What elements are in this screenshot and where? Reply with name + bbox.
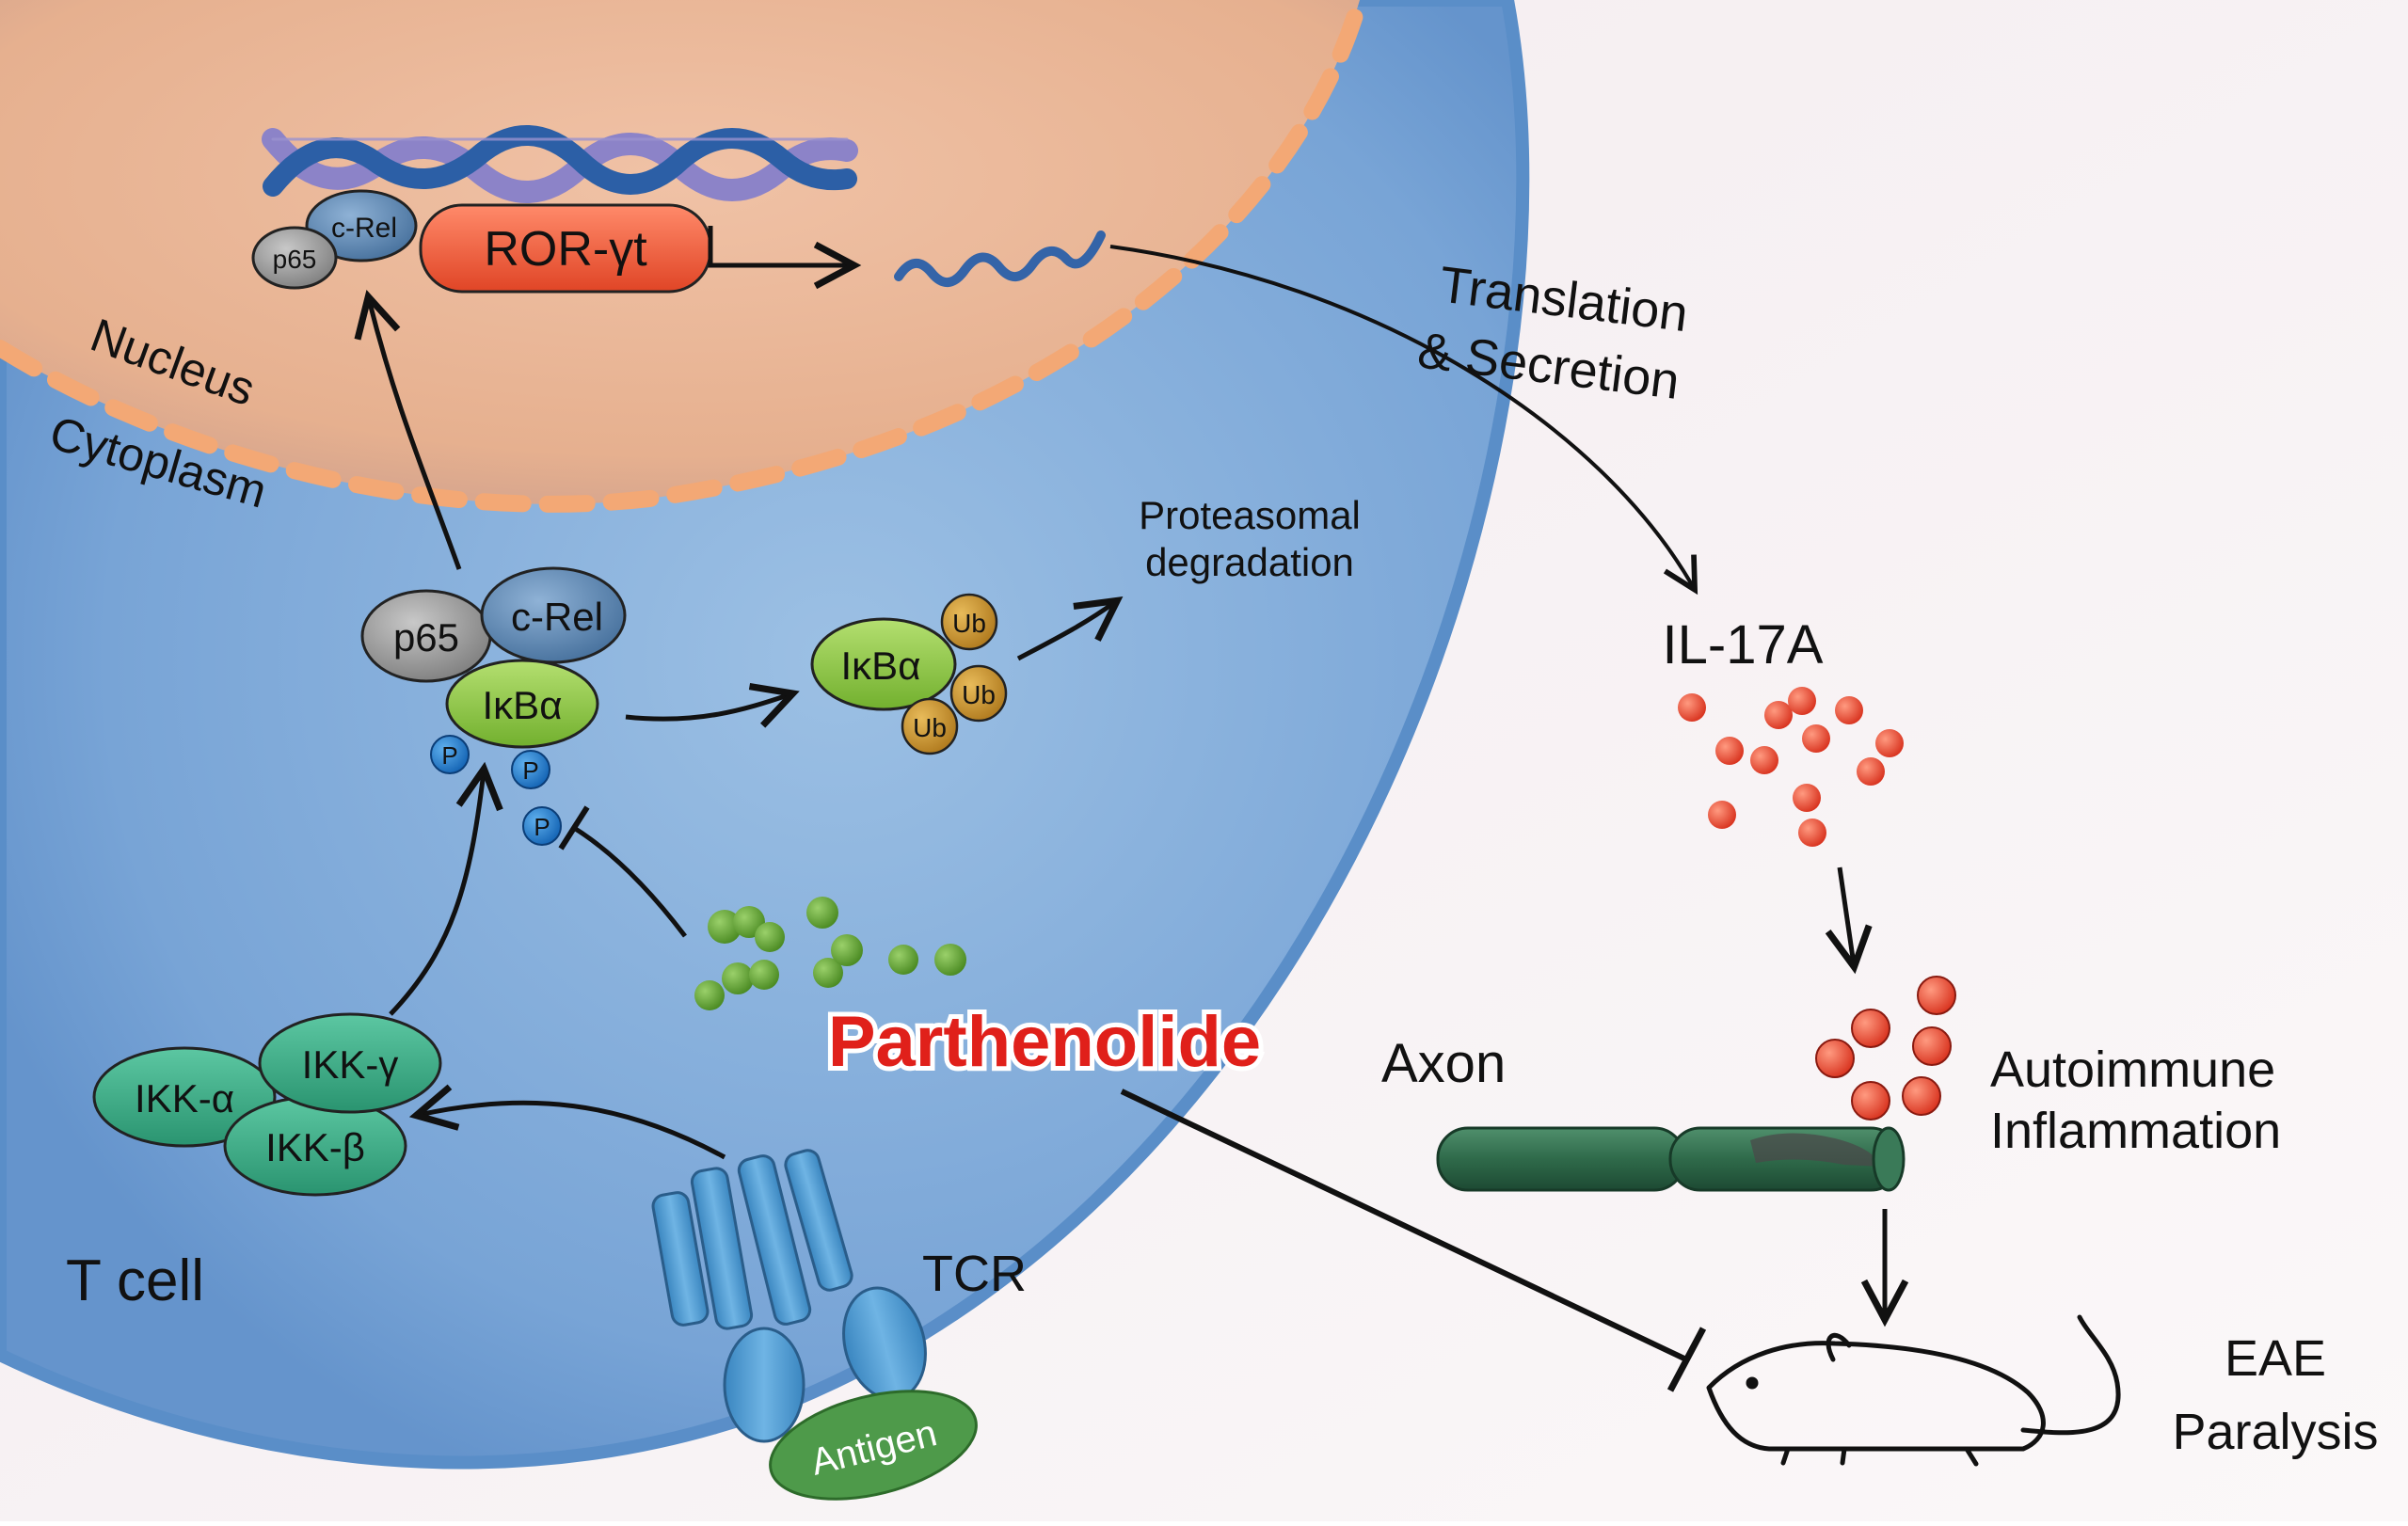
ikk-complex: IKK-α IKK-β IKK-γ xyxy=(92,1012,442,1197)
mouse-icon xyxy=(1706,1314,2121,1467)
t-cell-label: T cell xyxy=(66,1248,204,1313)
nuclear-crel-label: c-Rel xyxy=(331,213,397,244)
ubiquitinated-ikba: IκBα Ub Ub Ub xyxy=(810,593,1008,755)
ikk-alpha-label: IKK-α xyxy=(135,1076,234,1121)
ror-gamma-t-label: ROR-γt xyxy=(484,222,647,277)
ikk-activation-arrow xyxy=(389,761,503,1016)
axon xyxy=(1436,1126,1906,1192)
dna-helix xyxy=(262,125,858,203)
tcr-receptor xyxy=(651,1149,927,1443)
paralysis-label: Paralysis xyxy=(2172,1404,2378,1460)
antigen: Antigen xyxy=(769,1390,978,1501)
ub-label: Ub xyxy=(962,680,996,709)
parthenolide-label: Parthenolide xyxy=(828,1002,1261,1082)
tcr-signal-arrow xyxy=(408,1084,726,1160)
ub-label: Ub xyxy=(913,713,947,742)
proteasomal-label: Proteasomal xyxy=(1139,493,1361,537)
parthenolide-inhibit-eae xyxy=(1120,1089,1688,1362)
nfkb-ikba-complex: p65 c-Rel IκBα xyxy=(360,566,627,749)
axon-label: Axon xyxy=(1381,1033,1506,1094)
ikba-label: IκBα xyxy=(483,683,563,727)
degradation-arrow xyxy=(625,683,800,728)
parthenolide-inhibit-ikba xyxy=(572,825,687,938)
inhibition-bar xyxy=(1666,1327,1707,1392)
phosphate-label: P xyxy=(534,813,550,841)
ikk-gamma-label: IKK-γ xyxy=(302,1042,399,1087)
mrna xyxy=(894,230,1106,287)
inflammation-cluster xyxy=(1815,976,1956,1121)
autoimmune-label: Autoimmune xyxy=(1990,1041,2275,1098)
proteasome-arrow xyxy=(1016,596,1124,661)
ub-label: Ub xyxy=(952,609,986,638)
nuclear-p65-crel-complex: c-Rel p65 xyxy=(251,189,418,290)
eae-label: EAE xyxy=(2225,1330,2326,1387)
inflammation-label: Inflammation xyxy=(1990,1103,2281,1159)
parthenolide-molecules xyxy=(694,897,966,1010)
ror-gamma-t-gene: ROR-γt xyxy=(419,203,712,294)
ub-ikba-label: IκBα xyxy=(841,644,921,688)
degradation-label: degradation xyxy=(1145,540,1354,584)
phosphate-label: P xyxy=(522,756,538,785)
crel-label: c-Rel xyxy=(511,595,603,639)
phosphate-label: P xyxy=(441,741,457,770)
tcr-label: TCR xyxy=(922,1246,1027,1302)
il17a-label: IL-17A xyxy=(1663,614,1824,676)
nuclear-p65-label: p65 xyxy=(273,245,317,274)
translation-arrow xyxy=(1109,245,1698,596)
il17a-to-inflammation-arrow xyxy=(1825,866,1873,975)
transcription-arrow xyxy=(708,226,862,290)
inhibition-bar xyxy=(558,805,590,850)
nuclear-import-arrow xyxy=(354,289,462,570)
p65-label: p65 xyxy=(393,615,459,660)
il17a-molecules xyxy=(1678,687,1904,847)
ikk-beta-label: IKK-β xyxy=(265,1125,365,1169)
nuclear-envelope xyxy=(0,0,1368,513)
